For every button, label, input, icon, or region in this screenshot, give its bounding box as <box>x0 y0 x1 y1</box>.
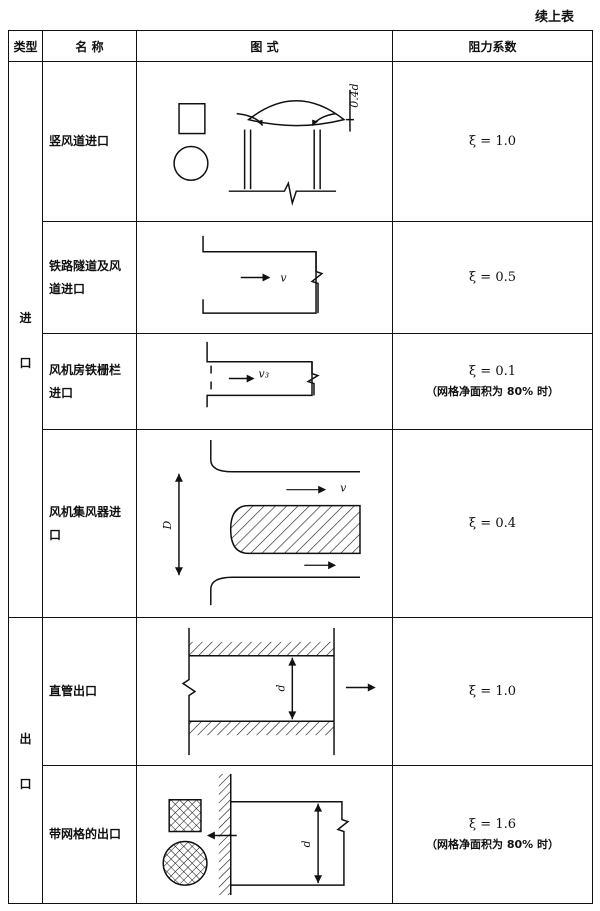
table-row: 带网格的出口 <box>9 765 593 904</box>
row-name: 直管出口 <box>42 617 137 766</box>
header-row: 类型 名 称 图 式 阻力系数 <box>8 30 593 62</box>
figure-label-diameter: d <box>274 685 287 692</box>
row-coef: ξ = 0.4 <box>392 429 593 618</box>
figure-label-velocity: v₃ <box>259 368 270 381</box>
figure-label-diameter: d <box>300 840 313 847</box>
row-coef: ξ = 0.1 （网格净面积为 80% 时） <box>392 333 593 430</box>
row-name: 风机房铁栅栏进口 <box>42 333 137 430</box>
figure-tunnel-inlet: v <box>136 221 393 334</box>
row-name: 带网格的出口 <box>42 765 137 904</box>
table-row: 出 口 直管出口 <box>8 617 593 904</box>
continued-label: 续上表 <box>534 10 574 25</box>
header-figure: 图 式 <box>136 30 393 62</box>
figure-label-diameter: D <box>161 520 174 530</box>
table-row: 进 口 竖风道进口 <box>8 61 593 618</box>
figure-vertical-shaft-inlet: 0.4d <box>136 61 393 222</box>
table-row: 铁路隧道及风道进口 v ξ = 0.5 <box>9 221 593 334</box>
type-outlet: 出 口 <box>8 617 43 904</box>
figure-grille-outlet: d <box>136 765 393 904</box>
figure-straight-pipe-outlet: d <box>136 617 393 766</box>
figure-label-velocity: v <box>280 271 287 284</box>
header-type: 类型 <box>8 30 43 62</box>
row-note: （网格净面积为 80% 时） <box>426 838 559 851</box>
row-name: 铁路隧道及风道进口 <box>42 221 137 334</box>
row-name: 风机集风器进口 <box>42 429 137 618</box>
row-name: 竖风道进口 <box>42 61 137 222</box>
figure-label-velocity: v <box>340 482 347 495</box>
header-name: 名 称 <box>42 30 137 62</box>
table-row: 风机集风器进口 <box>9 429 593 618</box>
row-note: （网格净面积为 80% 时） <box>426 385 559 398</box>
figure-label-height: 0.4d <box>348 83 361 107</box>
resistance-coefficient-table: 类型 名 称 图 式 阻力系数 进 口 竖风道进口 <box>8 30 593 904</box>
row-coef: ξ = 1.0 <box>392 617 593 766</box>
header-coef: 阻力系数 <box>392 30 593 62</box>
row-coef: ξ = 1.6 （网格净面积为 80% 时） <box>392 765 593 904</box>
figure-collector-inlet: v D <box>136 429 393 618</box>
table-row: 风机房铁栅栏进口 v₃ ξ = 0.1 （网格净面积为 80% 时） <box>9 333 593 430</box>
figure-grille-inlet: v₃ <box>136 333 393 430</box>
row-coef: ξ = 1.0 <box>392 61 593 222</box>
row-coef: ξ = 0.5 <box>392 221 593 334</box>
type-inlet: 进 口 <box>8 61 43 618</box>
